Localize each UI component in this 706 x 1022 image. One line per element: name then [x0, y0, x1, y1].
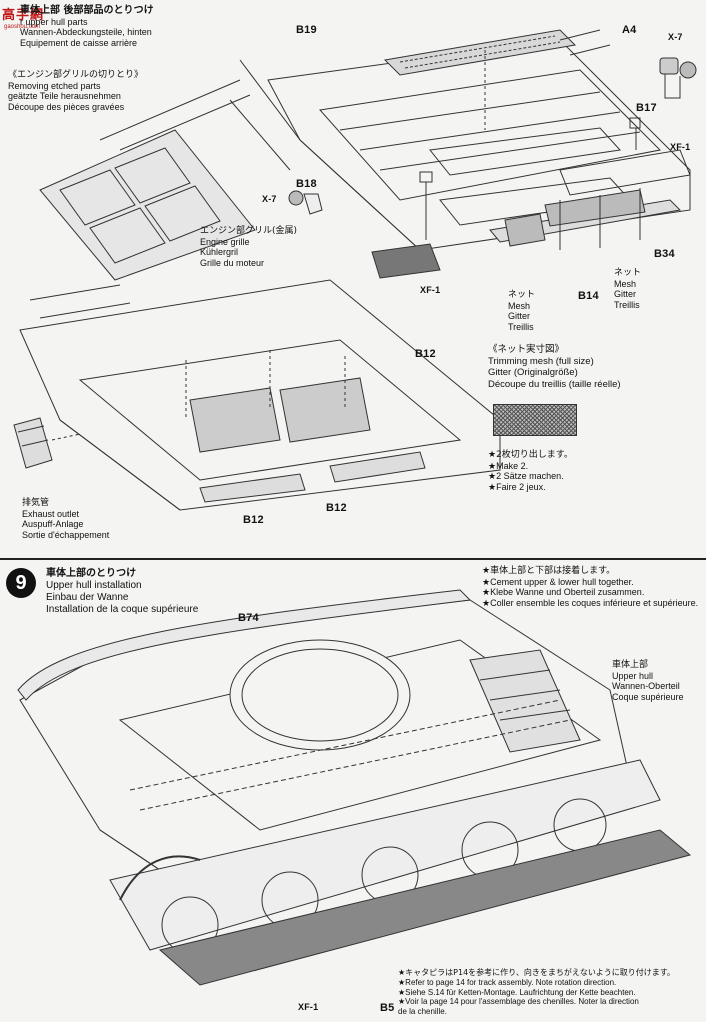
- exhaust-drawing: [13, 417, 81, 469]
- step9-title-de: Einbau der Wanne: [46, 592, 129, 603]
- step8-title: 車体上部 後部部品のとりつけ r upper hull parts Wannen…: [20, 5, 154, 48]
- exhaust-en: Exhaust outlet: [22, 508, 80, 519]
- grille-jp: エンジン部グリル(金属): [200, 226, 298, 236]
- cement-jp: ★車体上部と下部は接着します。: [482, 566, 616, 576]
- part-a4-drawing: [559, 29, 611, 56]
- upper-hull-note: 車体上部 Upper hull Wannen-Oberteil Coque su…: [612, 660, 684, 702]
- step8-title-de: Wannen-Abdeckungsteile, hinten: [20, 27, 152, 37]
- step8-title-en: r upper hull parts: [20, 16, 88, 27]
- grille-fr: Grille du moteur: [200, 257, 265, 268]
- etched-fr: Découpe des pièces gravées: [8, 101, 125, 112]
- x7-tube-left: [288, 190, 323, 215]
- track-en: ★Refer to page 14 for track assembly. No…: [398, 977, 617, 987]
- mesh-assembly: [489, 149, 691, 250]
- label-b12-a: B12: [415, 348, 436, 360]
- etched-jp: 《エンジン部グリルの切りとり》: [8, 70, 144, 80]
- step8-title-jp: 車体上部 後部部品のとりつけ: [20, 5, 154, 16]
- mesh-left-en: Mesh: [508, 300, 531, 311]
- label-b12-c: B12: [326, 502, 347, 514]
- label-b5: B5: [380, 1002, 395, 1014]
- part-b19-drawing: [383, 29, 577, 130]
- watermark-url: gaoshou.com: [4, 24, 41, 30]
- track-fr1: ★Voir la page 14 pour l'assemblage des c…: [398, 997, 639, 1007]
- upper-hull-de: Wannen-Oberteil: [612, 681, 680, 691]
- trimming-note: 《ネット実寸図》 Trimming mesh (full size) Gitte…: [488, 344, 621, 390]
- mesh-right-jp: ネット: [614, 268, 642, 278]
- watermark-site: 高手網: [2, 8, 45, 23]
- label-x7-top: X-7: [668, 32, 683, 42]
- mesh-right-note: ネット Mesh Gitter Treillis: [614, 268, 641, 310]
- label-b19: B19: [296, 24, 317, 36]
- etched-note: 《エンジン部グリルの切りとり》 Removing etched parts ge…: [8, 70, 143, 112]
- cement-fr: ★Coller ensemble les coques inférieure e…: [482, 597, 699, 608]
- rear-deck-drawing: [229, 39, 691, 251]
- grille-note: エンジン部グリル(金属) Engine grille Kühlergril Gr…: [200, 226, 297, 268]
- upper-hull-jp: 車体上部: [612, 660, 649, 670]
- watermark-logo: 高手網 gaoshou.com: [0, 0, 84, 36]
- hull-assembly-drawing: [17, 589, 692, 986]
- label-xf1-mid: XF-1: [420, 285, 441, 295]
- hull-deck-drawing: [19, 279, 501, 511]
- make-two-note: ★2枚切り出します。 ★Make 2. ★2 Sätze machen. ★Fa…: [488, 450, 573, 492]
- x7-tube-top: [659, 57, 697, 99]
- label-b14: B14: [578, 290, 599, 302]
- mesh-right-de: Gitter: [614, 289, 637, 299]
- mesh-full-size-sample: [493, 404, 577, 436]
- label-xf1-bottom: XF-1: [298, 1002, 319, 1012]
- trimming-en: Trimming mesh (full size): [488, 355, 594, 367]
- step9-title: 車体上部のとりつけ Upper hull installation Einbau…: [46, 568, 198, 616]
- section-divider: [0, 558, 706, 560]
- step9-title-en: Upper hull installation: [46, 580, 142, 591]
- mesh-left-jp: ネット: [508, 290, 536, 300]
- etched-sheet-drawing: [39, 79, 256, 281]
- step9-title-jp: 車体上部のとりつけ: [46, 568, 137, 579]
- label-b12-b: B12: [243, 514, 264, 526]
- track-de: ★Siehe S.14 für Ketten-Montage. Laufrich…: [398, 987, 636, 997]
- make2-jp: ★2枚切り出します。: [488, 450, 573, 460]
- exhaust-jp: 排気管: [22, 498, 50, 508]
- exhaust-note: 排気管 Exhaust outlet Auspuff-Anlage Sortie…: [22, 498, 109, 540]
- grille-de: Kühlergril: [200, 247, 239, 257]
- mesh-left-de: Gitter: [508, 311, 531, 321]
- xf1-plate-top: [371, 243, 441, 279]
- trimming-jp: 《ネット実寸図》: [488, 344, 565, 355]
- step9-title-fr: Installation de la coque supérieure: [46, 604, 199, 615]
- upper-hull-en: Upper hull: [612, 670, 654, 681]
- make2-fr: ★Faire 2 jeux.: [488, 481, 546, 492]
- label-a4: A4: [622, 24, 637, 36]
- mesh-right-en: Mesh: [614, 278, 637, 289]
- etched-en: Removing etched parts: [8, 80, 101, 91]
- label-b74: B74: [238, 612, 259, 624]
- etched-de: geätzte Teile herausnehmen: [8, 91, 121, 101]
- exhaust-fr: Sortie d'échappement: [22, 529, 110, 540]
- step8-title-fr: Equipement de caisse arrière: [20, 37, 138, 48]
- mesh-left-note: ネット Mesh Gitter Treillis: [508, 290, 535, 332]
- mesh-left-fr: Treillis: [508, 321, 534, 332]
- part-b18-drawing: [419, 171, 433, 240]
- step9-number: 9: [6, 568, 36, 598]
- track-jp: ★キャタピラはP14を参考に作り、向きをまちがえないように取り付けます。: [398, 968, 675, 977]
- label-b18: B18: [296, 178, 317, 190]
- make2-de: ★2 Sätze machen.: [488, 471, 564, 481]
- make2-en: ★Make 2.: [488, 460, 529, 471]
- label-b34: B34: [654, 248, 675, 260]
- label-xf1-top: XF-1: [670, 142, 691, 152]
- trimming-de: Gitter (Originalgröße): [488, 367, 578, 378]
- cement-note: ★車体上部と下部は接着します。 ★Cement upper & lower hu…: [482, 566, 698, 608]
- upper-hull-fr: Coque supérieure: [612, 691, 684, 702]
- grille-en: Engine grille: [200, 236, 250, 247]
- label-b17: B17: [636, 102, 657, 114]
- part-b17-drawing: [629, 117, 641, 150]
- mesh-right-fr: Treillis: [614, 299, 640, 310]
- label-x7-left: X-7: [262, 194, 277, 204]
- cement-de: ★Klebe Wanne und Oberteil zusammen.: [482, 587, 645, 597]
- trimming-fr: Découpe du treillis (taille réelle): [488, 378, 621, 390]
- cement-en: ★Cement upper & lower hull together.: [482, 576, 634, 587]
- exhaust-de: Auspuff-Anlage: [22, 519, 84, 529]
- track-fr2: de la chenille.: [398, 1007, 447, 1017]
- track-note: ★キャタピラはP14を参考に作り、向きをまちがえないように取り付けます。 ★Re…: [398, 968, 675, 1017]
